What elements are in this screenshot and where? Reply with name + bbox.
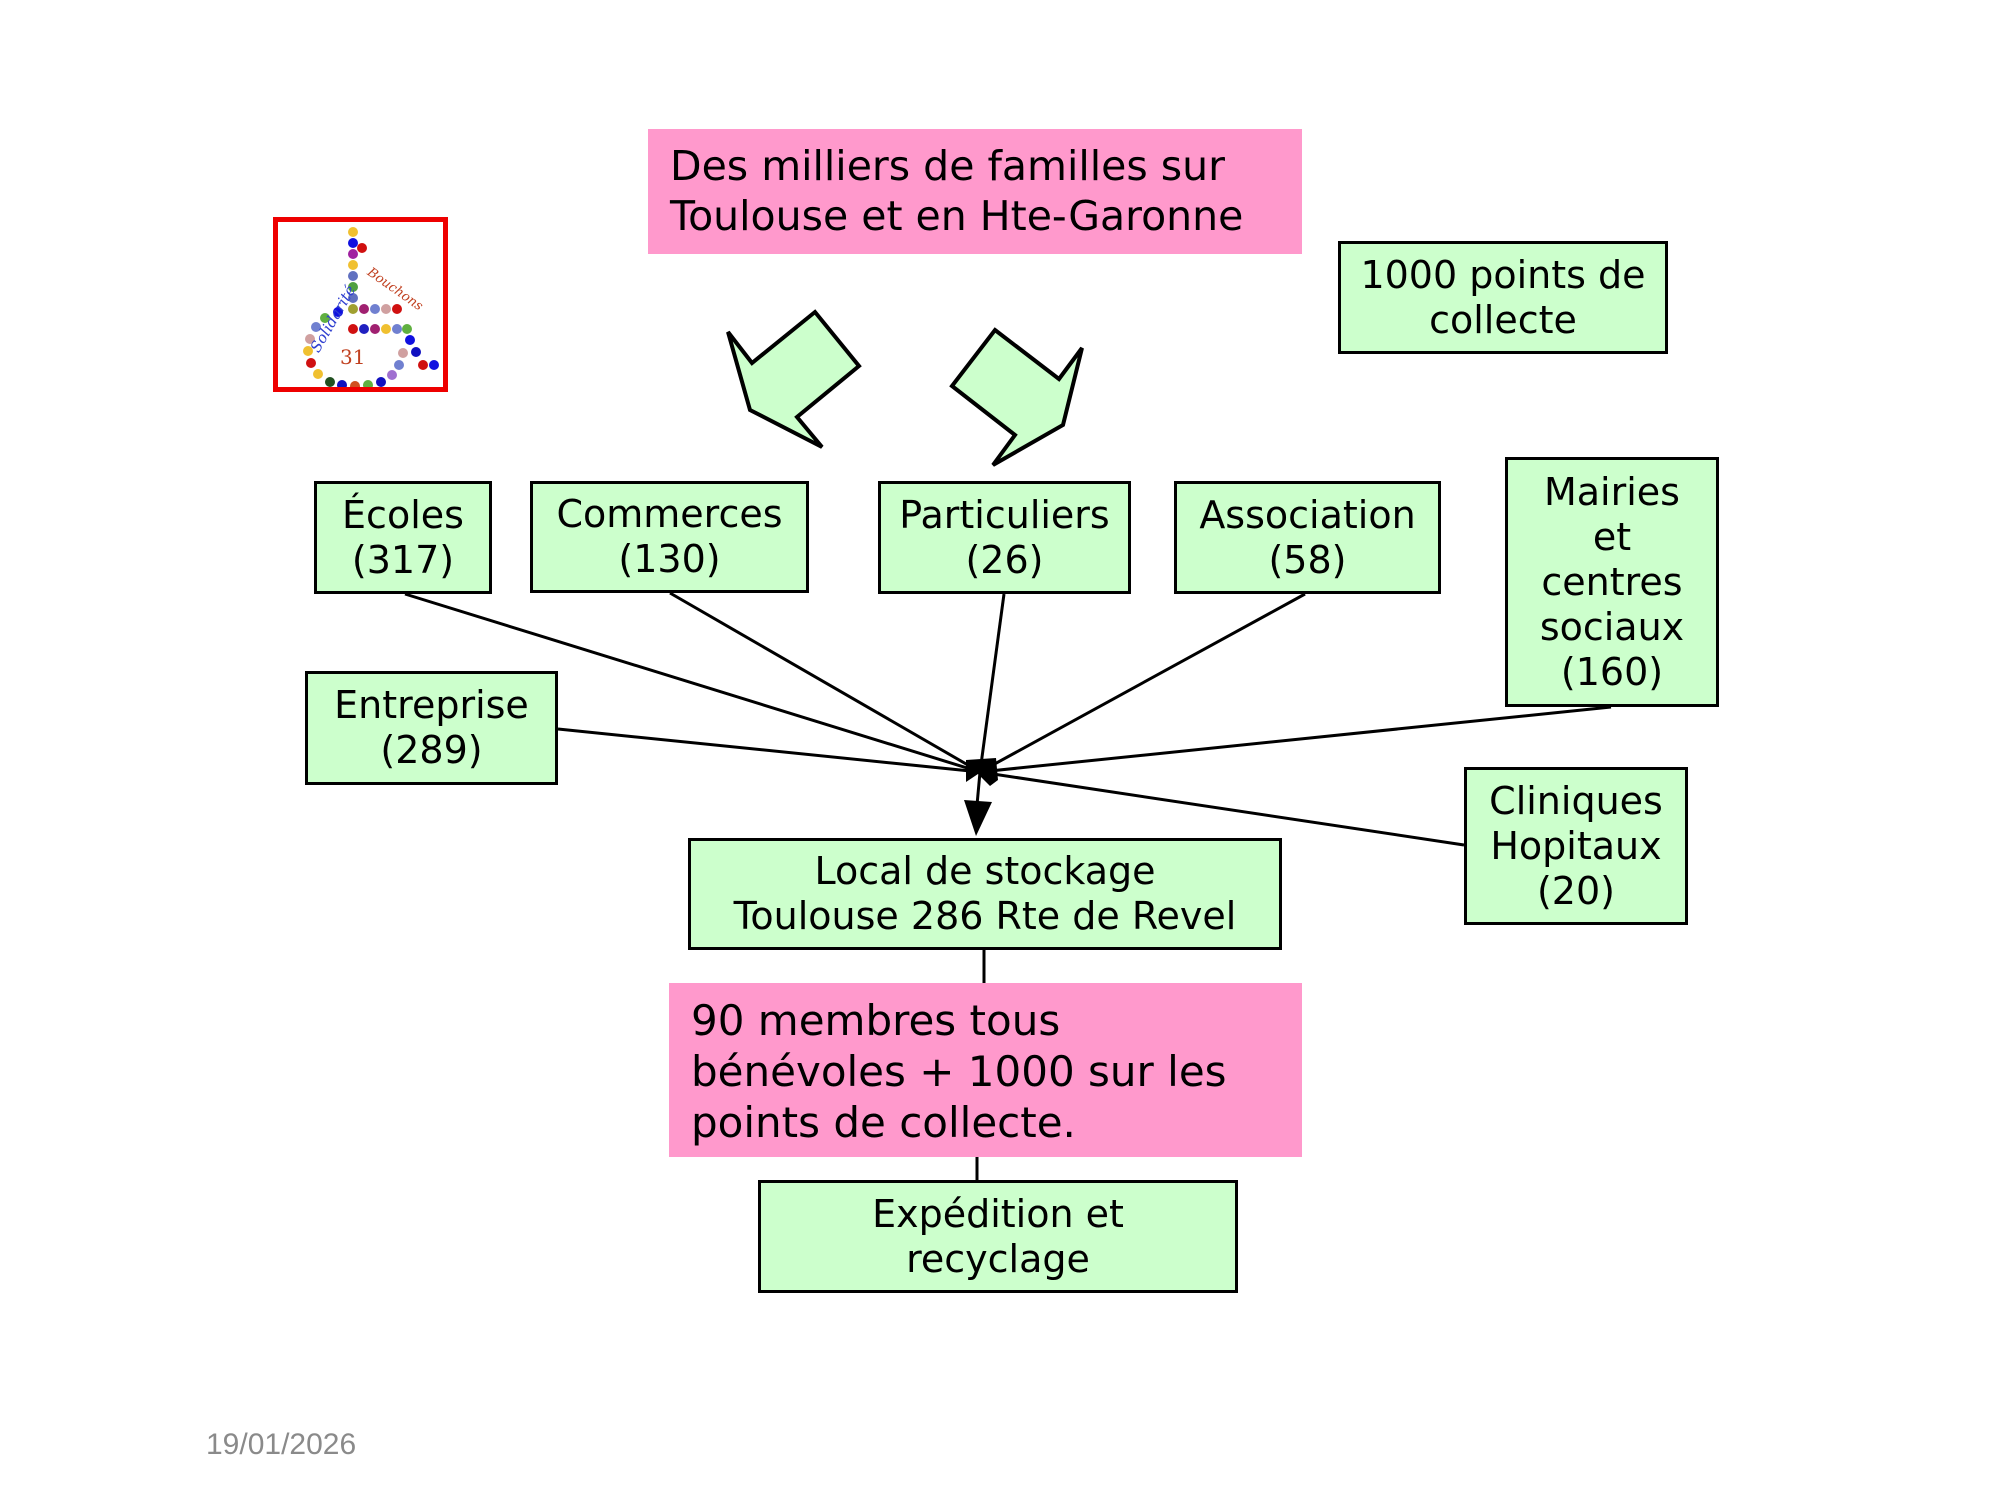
connector-cliniques bbox=[979, 770, 1465, 847]
arrow-down-icon bbox=[964, 800, 992, 836]
connector-hub-storage bbox=[975, 771, 982, 806]
connector-particuliers bbox=[978, 593, 1006, 773]
shipping-box: Expédition et recyclage bbox=[758, 1180, 1238, 1293]
source-cliniques: Cliniques Hopitaux (20) bbox=[1464, 767, 1688, 925]
source-association: Association (58) bbox=[1174, 481, 1441, 594]
connector-entreprise bbox=[557, 727, 981, 774]
hub-knot bbox=[966, 758, 998, 786]
families-banner: Des milliers de familles sur Toulouse et… bbox=[648, 129, 1302, 254]
source-commerces: Commerces (130) bbox=[530, 481, 809, 593]
source-mairies: Mairies et centres sociaux (160) bbox=[1505, 457, 1719, 707]
slide-date: 19/01/2026 bbox=[206, 1428, 357, 1461]
solidarite-bouchons-logo: Solidarité Bouchons 31 bbox=[273, 217, 448, 392]
members-banner: 90 membres tous bénévoles + 1000 sur les… bbox=[669, 983, 1302, 1157]
svg-text:31: 31 bbox=[340, 345, 365, 369]
connector-mairies bbox=[979, 705, 1612, 774]
source-particuliers: Particuliers (26) bbox=[878, 481, 1131, 594]
curved-arrow-left-icon bbox=[726, 309, 862, 449]
connector-ecoles bbox=[404, 592, 981, 774]
source-ecoles: Écoles (317) bbox=[314, 481, 492, 594]
connector-association bbox=[979, 592, 1306, 774]
curved-arrow-right-icon bbox=[949, 327, 1084, 467]
connector-commerces bbox=[669, 591, 981, 774]
source-entreprise: Entreprise (289) bbox=[305, 671, 558, 785]
wheelchair-logo-icon: Solidarité Bouchons 31 bbox=[303, 227, 439, 391]
collection-points-box: 1000 points de collecte bbox=[1338, 241, 1668, 354]
storage-box: Local de stockage Toulouse 286 Rte de Re… bbox=[688, 838, 1282, 950]
